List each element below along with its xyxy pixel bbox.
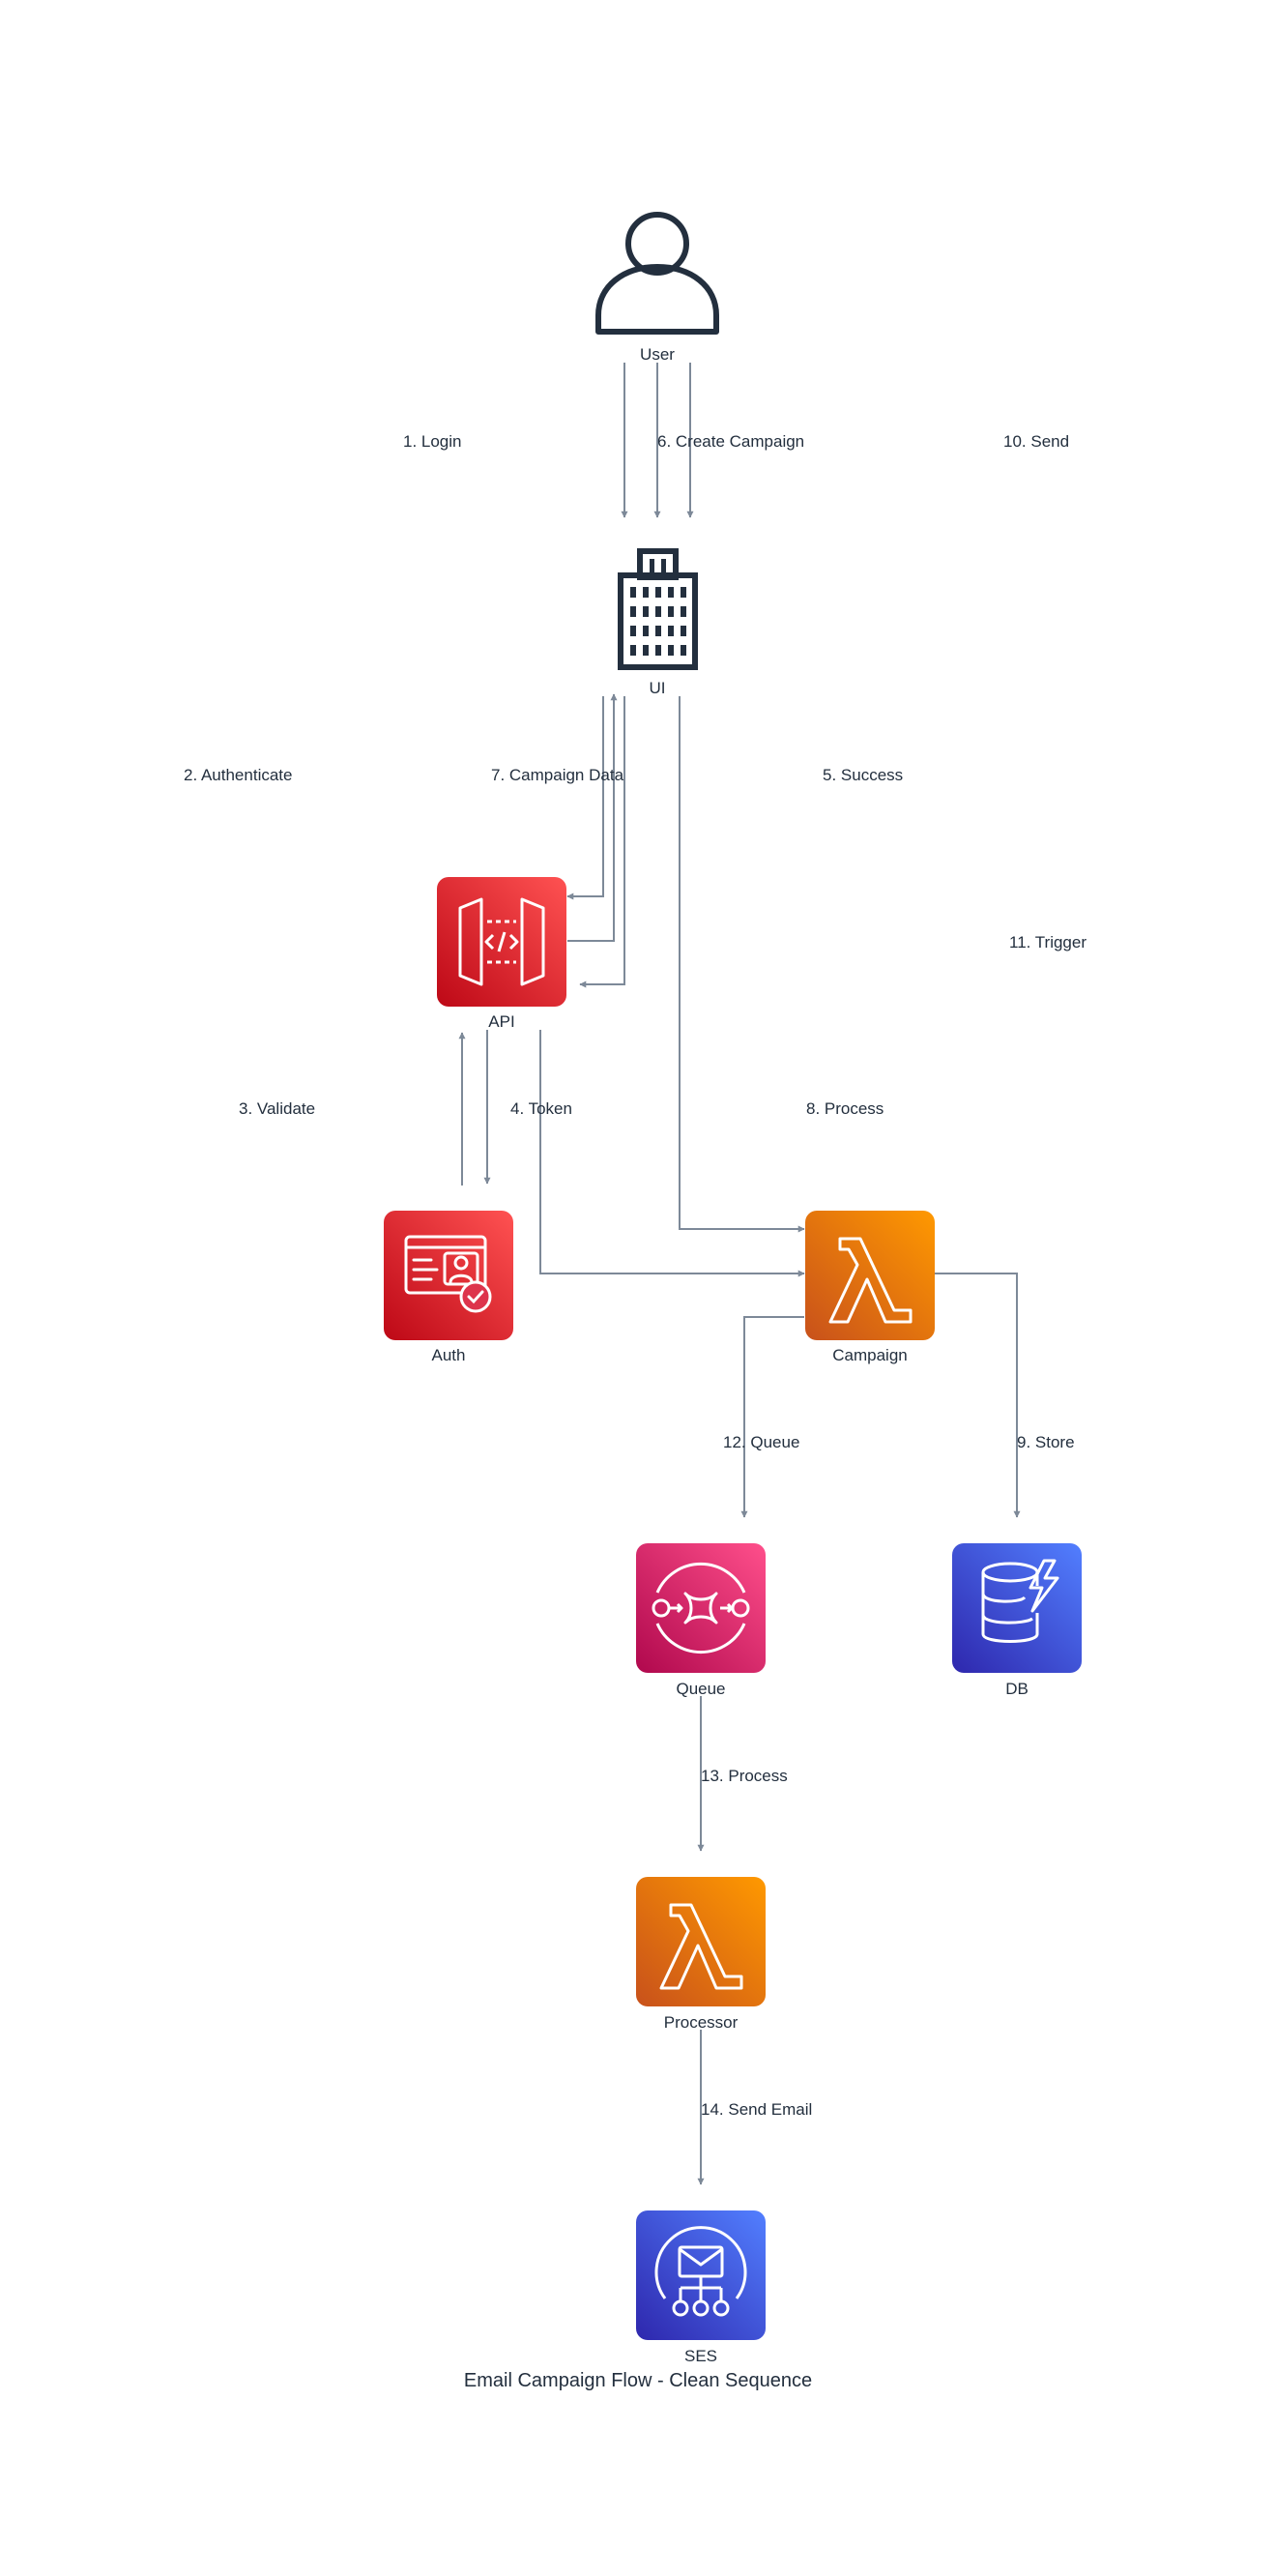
node-auth[interactable]: Auth [384, 1211, 513, 1364]
lambda-icon [659, 1903, 743, 1990]
edge-label-success: 5. Success [823, 766, 903, 784]
building-icon [618, 548, 698, 670]
edge-campaign-data [579, 696, 625, 988]
edge-label-token: 4. Token [510, 1099, 572, 1118]
edge-label-trigger: 11. Trigger [1009, 933, 1087, 951]
node-ui[interactable]: UI [618, 548, 698, 697]
node-label-ses: SES [684, 2347, 717, 2365]
node-label-user: User [640, 345, 675, 364]
edge-label-validate: 3. Validate [239, 1099, 315, 1118]
node-label-queue: Queue [676, 1680, 725, 1698]
node-db[interactable]: DB [952, 1543, 1082, 1698]
edge-label-login: 1. Login [403, 432, 462, 451]
dynamodb-icon [981, 1559, 1059, 1643]
edge-label-store: 9. Store [1017, 1433, 1075, 1451]
sqs-icon [652, 1562, 750, 1654]
campaign-tile [805, 1211, 935, 1340]
node-label-processor: Processor [664, 2013, 739, 2032]
edge-label-queue: 12. Queue [723, 1433, 799, 1451]
diagram-title: Email Campaign Flow - Clean Sequence [464, 2370, 812, 2391]
ses-email-icon [654, 2226, 747, 2317]
node-queue[interactable]: Queue [636, 1543, 766, 1698]
lambda-icon [828, 1237, 913, 1324]
edge-trigger [679, 696, 805, 1233]
node-processor[interactable]: Processor [636, 1877, 766, 2032]
edge-authenticate [566, 696, 604, 900]
edges [458, 363, 1021, 2185]
edge-label-send: 10. Send [1003, 432, 1069, 451]
edge-labels: 1. Login 2. Authenticate 3. Validate 4. … [184, 432, 1087, 2119]
edge-process [539, 1030, 805, 1277]
edge-label-process: 8. Process [806, 1099, 884, 1118]
api-gateway-icon [458, 897, 545, 986]
identity-card-icon [404, 1235, 492, 1313]
node-ses[interactable]: SES [636, 2210, 766, 2365]
edge-label-campaign-data: 7. Campaign Data [491, 766, 624, 784]
node-label-campaign: Campaign [832, 1346, 908, 1364]
edge-store [935, 1273, 1021, 1518]
node-user[interactable]: User [595, 212, 719, 364]
edge-label-process-queue: 13. Process [701, 1767, 788, 1785]
edge-label-create-campaign: 6. Create Campaign [657, 432, 804, 451]
processor-tile [636, 1877, 766, 2006]
node-label-db: DB [1005, 1680, 1029, 1698]
node-label-auth: Auth [432, 1346, 466, 1364]
node-api[interactable]: API [437, 877, 566, 1031]
node-campaign[interactable]: Campaign [805, 1211, 935, 1364]
edge-queue [740, 1316, 804, 1518]
user-icon [595, 212, 719, 335]
node-label-api: API [488, 1012, 514, 1031]
edge-label-authenticate: 2. Authenticate [184, 766, 292, 784]
auth-tile [384, 1211, 513, 1340]
edge-success [567, 693, 618, 942]
node-label-ui: UI [650, 679, 666, 697]
edge-label-send-email: 14. Send Email [701, 2100, 812, 2119]
